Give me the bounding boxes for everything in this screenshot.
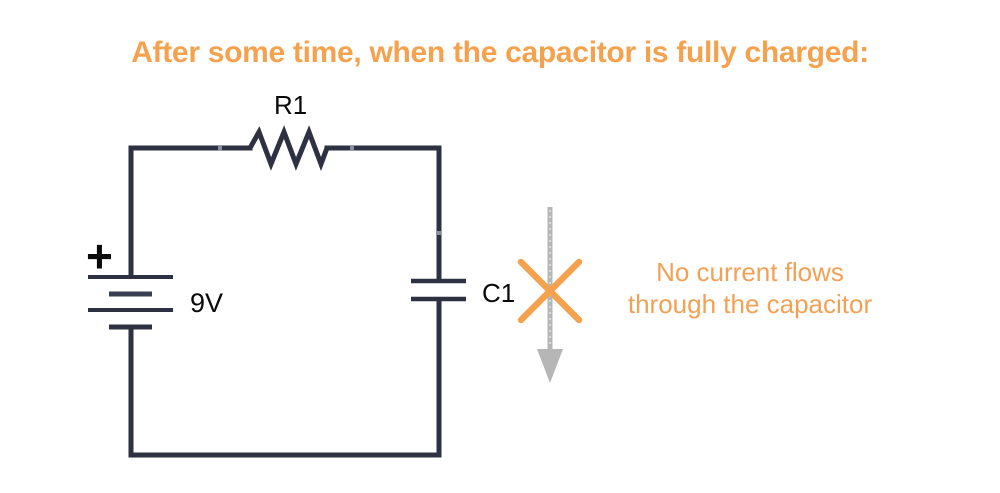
battery-polarity-label: + — [86, 230, 113, 282]
junction-tick — [350, 146, 354, 151]
page-title: After some time, when the capacitor is f… — [131, 36, 869, 70]
battery-icon — [88, 275, 173, 330]
no-current-note-line2: through the capacitor — [627, 289, 873, 319]
no-current-note-line1: No current flows — [656, 257, 844, 287]
arrow-down-icon — [537, 207, 563, 383]
no-current-note: No current flows through the capacitor — [580, 256, 920, 320]
wire-left-top — [128, 145, 253, 279]
circuit-wires — [128, 145, 442, 458]
arrow-head — [537, 349, 563, 383]
x-mark-icon — [517, 258, 583, 324]
wire-top-right — [324, 145, 442, 282]
resistor-label: R1 — [274, 90, 307, 120]
wire-bottom-loop — [128, 298, 442, 458]
capacitor-icon — [411, 278, 466, 302]
battery-voltage-label: 9V — [190, 288, 223, 318]
capacitor-label: C1 — [482, 278, 515, 308]
resistor-icon — [247, 125, 330, 172]
junction-tick — [218, 146, 222, 151]
junction-tick — [437, 231, 442, 235]
junction-ticks — [218, 146, 442, 235]
